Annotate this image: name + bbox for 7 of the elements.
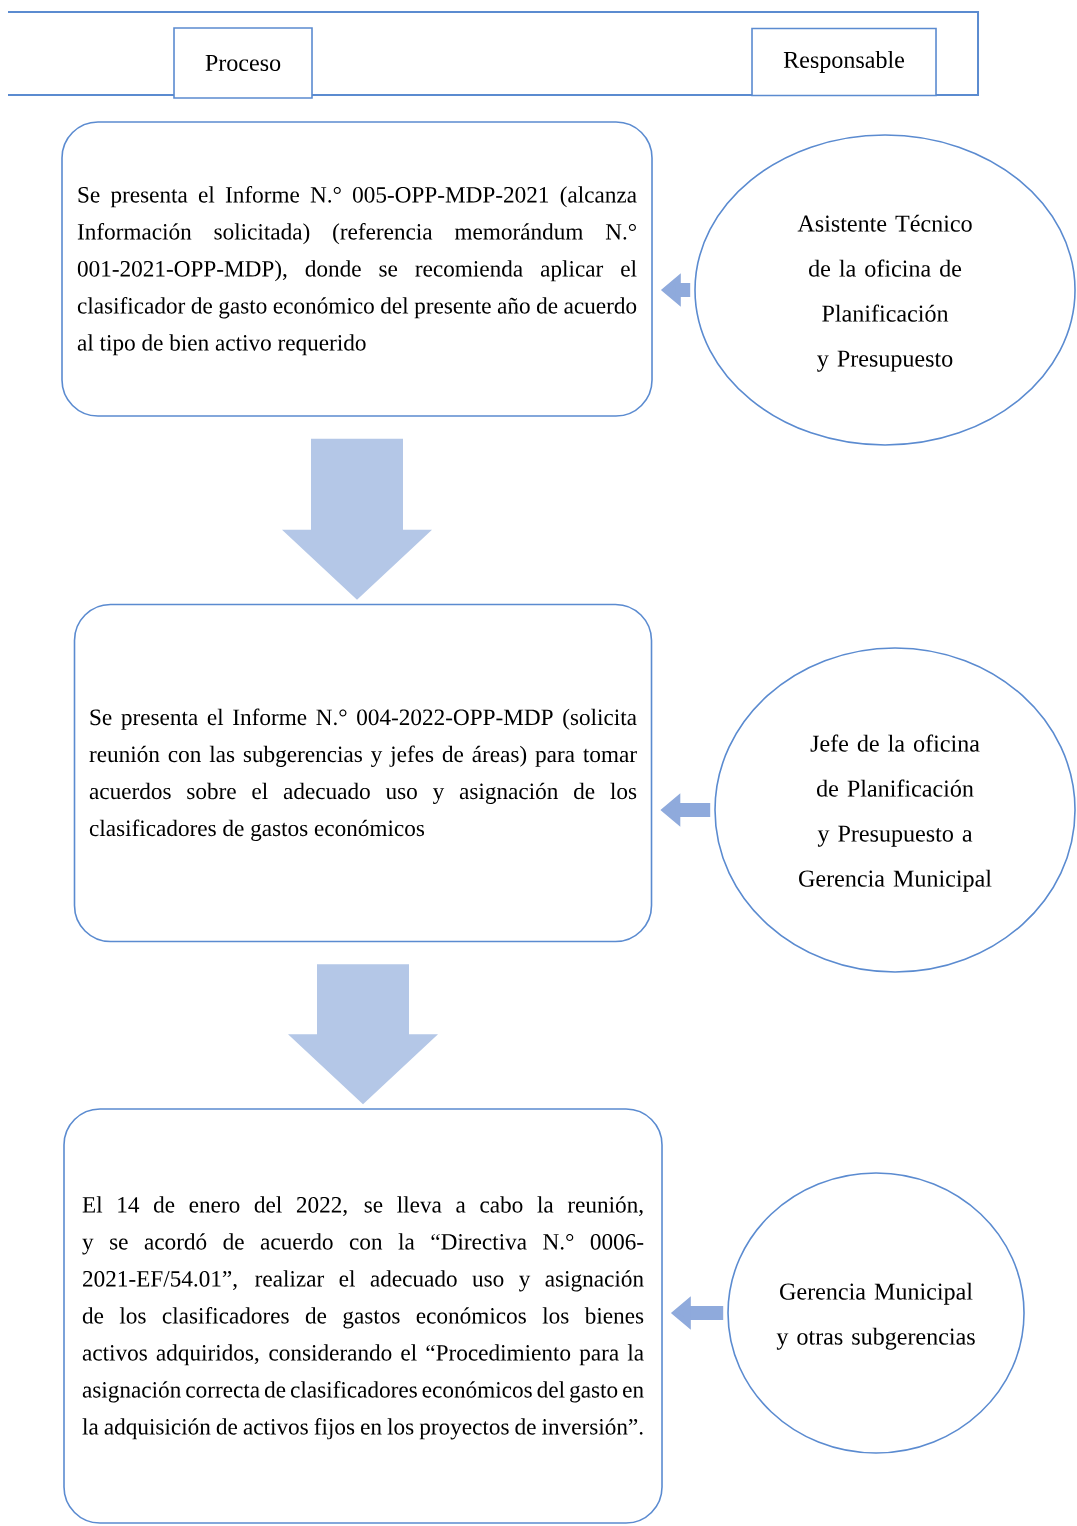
header-tab: Responsable [751, 27, 937, 97]
block-arrow [282, 438, 432, 600]
process-box: El 14 de enero del 2022, se lleva a cabo la reunión, y se acordó de acuerdo con la “Directiva N.° 0006-2021-EF/54.01”, realizar el adecuado uso y asignación de los clasificadores de gastos económicos los bienes activos adquiridos, considerando el “Procedimiento para la asignación correcta de clasificadores económicos del gasto en la adquisición de activos fijos en los proyectos de inversión”. [63, 1108, 663, 1524]
block-arrow [288, 964, 438, 1105]
process-box: Se presenta el Informe N.° 004-2022-OPP-MDP (solicita reunión con las subgerencias y jefes de áreas) para tomar acuerdos sobre el adecuado uso y asignación de los clasificadores de gastos económicos [73, 603, 653, 943]
header-tab: Proceso [173, 27, 313, 99]
process-box: Se presenta el Informe N.° 005-OPP-MDP-2021 (alcanza Información solicitada) (referencia memorándum N.° 001-2021-OPP-MDP), donde se recomienda aplicar el clasificador de gasto económico del presente año de acuerdo al tipo de bien activo requerido [61, 121, 653, 417]
